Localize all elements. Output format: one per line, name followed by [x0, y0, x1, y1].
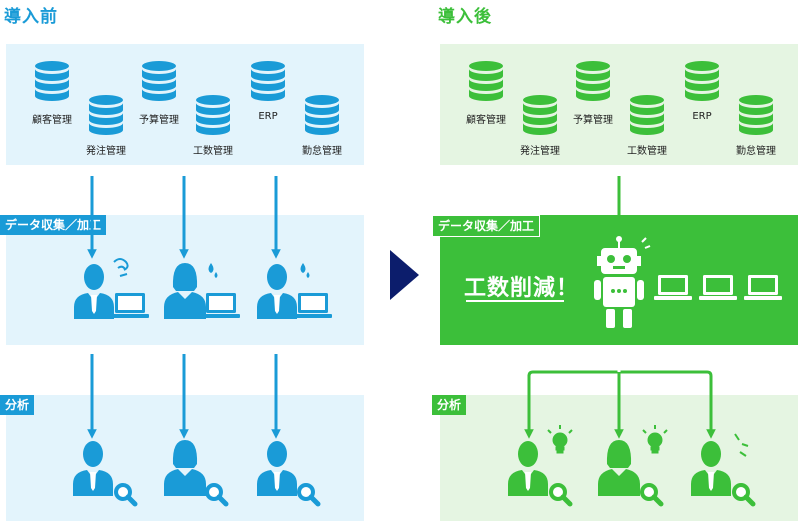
person-icon	[257, 441, 297, 496]
system-label: 予算管理	[573, 115, 613, 126]
database-icon	[523, 95, 557, 135]
system-label: ERP	[258, 111, 278, 122]
magnifier-icon	[207, 485, 226, 504]
robot-icon	[594, 236, 651, 328]
next-arrow-icon	[390, 250, 419, 300]
sweat-drop-icon	[208, 263, 214, 273]
laptop-icon	[294, 293, 332, 318]
database-icon	[35, 61, 69, 101]
before-title: 導入前	[4, 7, 58, 27]
before-analysis-tag: 分析	[0, 395, 35, 415]
lightbulb-icon	[547, 424, 573, 454]
sweat-drop-icon	[214, 272, 218, 278]
database-icon	[685, 61, 719, 101]
person-icon	[598, 440, 640, 496]
person-icon	[691, 441, 731, 496]
magnifier-icon	[116, 485, 135, 504]
before-process-tag: データ収集／加工	[0, 215, 107, 235]
magnifier-icon	[734, 485, 753, 504]
database-icon	[89, 95, 123, 135]
sweat-drop-icon	[306, 272, 310, 278]
system-label: 工数管理	[627, 146, 667, 157]
database-icon	[142, 61, 176, 101]
database-icon	[305, 95, 339, 135]
database-icon	[196, 95, 230, 135]
system-label: 工数管理	[193, 146, 233, 157]
sweat-drop-icon	[300, 263, 306, 273]
system-label: 顧客管理	[32, 115, 72, 126]
database-icon	[469, 61, 503, 101]
laptop-icon	[111, 293, 149, 318]
system-label: 勤怠管理	[736, 146, 776, 157]
system-label: 顧客管理	[466, 115, 506, 126]
reduction-message: 工数削減！	[464, 276, 580, 301]
system-label: 予算管理	[139, 115, 179, 126]
after-process-tag: データ収集／加工	[432, 215, 541, 237]
person-icon	[257, 264, 297, 319]
magnifier-icon	[299, 485, 318, 504]
person-icon	[508, 441, 548, 496]
person-icon	[74, 264, 114, 319]
laptop-icon	[202, 293, 240, 318]
system-label: ERP	[692, 111, 712, 122]
magnifier-icon	[642, 485, 661, 504]
sparkle-icon	[734, 433, 749, 457]
database-icon	[630, 95, 664, 135]
person-icon	[164, 440, 206, 496]
system-label: 勤怠管理	[302, 146, 342, 157]
system-label: 発注管理	[86, 146, 126, 157]
confused-icon	[113, 258, 129, 277]
after-analysis-tag: 分析	[432, 395, 467, 415]
database-icon	[251, 61, 285, 101]
database-icon	[739, 95, 773, 135]
lightbulb-icon	[642, 424, 668, 454]
system-label: 発注管理	[520, 146, 560, 157]
person-icon	[73, 441, 113, 496]
database-icon	[576, 61, 610, 101]
person-icon	[164, 263, 206, 319]
magnifier-icon	[551, 485, 570, 504]
after-title: 導入後	[438, 7, 492, 27]
